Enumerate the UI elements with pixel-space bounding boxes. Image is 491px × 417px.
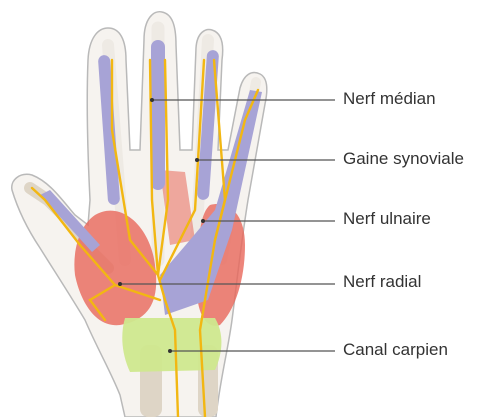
- leader-dot-synovial-sheath: [195, 158, 199, 162]
- label-synovial-sheath: Gaine synoviale: [343, 149, 464, 169]
- leader-dot-median-nerve: [150, 98, 154, 102]
- label-median-nerve: Nerf médian: [343, 89, 436, 109]
- label-radial-nerve: Nerf radial: [343, 272, 421, 292]
- middle-sheath: [151, 40, 165, 190]
- label-carpal-tunnel: Canal carpien: [343, 340, 448, 360]
- carpal-tunnel: [122, 318, 221, 372]
- leader-dot-radial-nerve: [118, 282, 122, 286]
- leader-dot-ulnar-nerve: [201, 219, 205, 223]
- label-ulnar-nerve: Nerf ulnaire: [343, 209, 431, 229]
- leader-dot-carpal-tunnel: [168, 349, 172, 353]
